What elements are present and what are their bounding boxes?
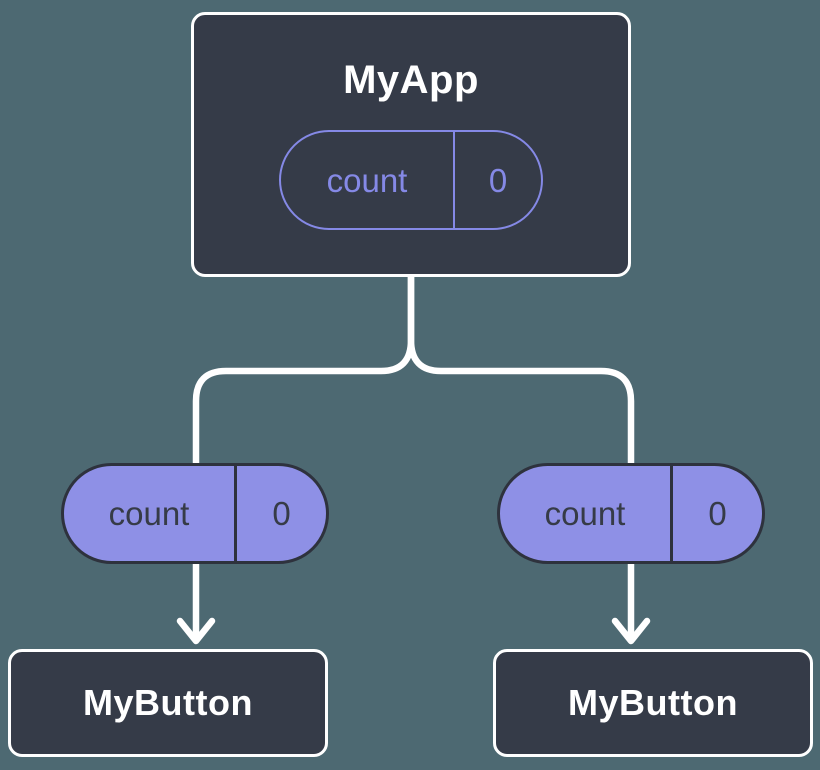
props-pill-left: count 0	[61, 463, 329, 564]
prop-name-label: count	[500, 466, 673, 561]
root-component-node: MyApp count 0	[191, 12, 631, 277]
props-pill-right: count 0	[497, 463, 765, 564]
prop-value-label: 0	[708, 495, 727, 532]
prop-name-label: count	[64, 466, 237, 561]
edge-right-line	[407, 273, 635, 641]
child-component-title: MyButton	[568, 682, 738, 723]
root-state-pill: count 0	[279, 130, 543, 230]
prop-value-label: 0	[488, 161, 508, 199]
prop-name-label: count	[281, 132, 455, 228]
edge-left-line	[192, 273, 415, 641]
prop-value-label: 0	[272, 495, 291, 532]
child-component-node-right: MyButton	[493, 649, 813, 757]
arrowhead-left-icon	[176, 617, 216, 645]
child-component-node-left: MyButton	[8, 649, 328, 757]
child-component-title: MyButton	[83, 682, 253, 723]
root-component-title: MyApp	[343, 58, 479, 102]
arrowhead-right-icon	[611, 617, 651, 645]
